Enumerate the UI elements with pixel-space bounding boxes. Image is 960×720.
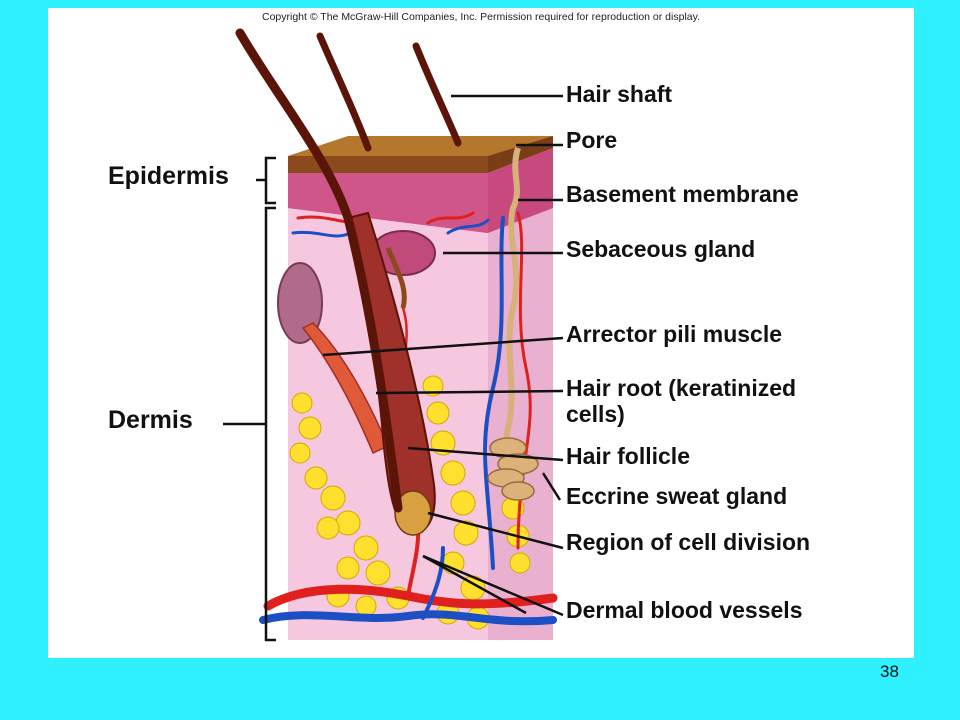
label-dermis: Dermis	[108, 406, 193, 434]
sebaceous-gland-shape	[277, 230, 436, 344]
dermis-side	[488, 148, 553, 640]
label-eccrine-sweat-gland: Eccrine sweat gland	[566, 483, 788, 509]
eccrine-sweat-gland-shape	[487, 437, 539, 501]
label-epidermis: Epidermis	[108, 162, 229, 190]
sweat-gland-duct	[503, 147, 521, 469]
label-hair-root-line2: cells)	[566, 401, 625, 427]
label-hair-follicle: Hair follicle	[566, 443, 690, 469]
label-region-of-cell-division: Region of cell division	[566, 529, 811, 555]
label-hair-root-line1: Hair root (keratinized	[566, 375, 797, 401]
leader-lines	[223, 94, 564, 642]
label-pore: Pore	[566, 127, 618, 153]
label-sebaceous-gland: Sebaceous gland	[566, 236, 756, 262]
slide-number: 38	[880, 662, 899, 681]
label-basement-membrane: Basement membrane	[566, 181, 799, 207]
label-arrector-pili-muscle: Arrector pili muscle	[566, 321, 783, 347]
skin-cross-section-diagram	[223, 28, 564, 642]
label-hair-shaft: Hair shaft	[566, 81, 673, 107]
figure-panel: Copyright © The McGraw-Hill Companies, I…	[48, 8, 914, 658]
copyright-notice: Copyright © The McGraw-Hill Companies, I…	[261, 11, 701, 23]
hair-shafts	[235, 28, 462, 513]
label-dermal-blood-vessels: Dermal blood vessels	[566, 597, 803, 623]
